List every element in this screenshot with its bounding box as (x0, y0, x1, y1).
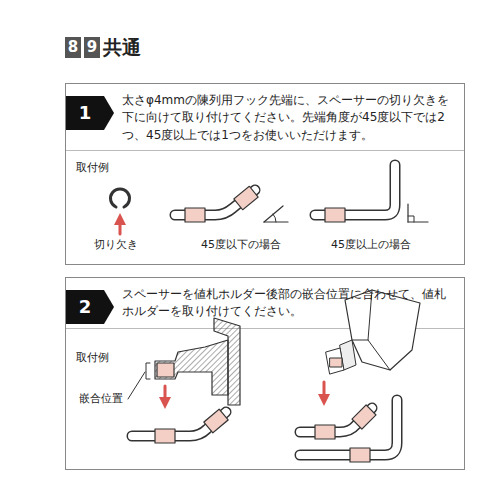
number-text: 8 (65, 37, 81, 58)
part-label: 45度以下の場合 (200, 238, 282, 252)
number-box: 9 (84, 37, 100, 58)
page-title: 共通 (103, 35, 141, 61)
part-label: 嵌合位置 (78, 392, 124, 406)
part-label: 45度以上の場合 (330, 238, 412, 252)
step-number: 2 (66, 290, 104, 324)
instruction-text: 太さφ4mmの陳列用フック先端に、スペーサーの切り欠きを下に向けて取り付けてくだ… (122, 92, 457, 144)
separator-line (66, 328, 464, 329)
example-label: 取付例 (76, 350, 109, 365)
separator-line (66, 150, 464, 151)
step-number: 1 (66, 96, 104, 130)
step-badge: 1 (66, 96, 114, 130)
number-text: 9 (84, 37, 100, 58)
step-panel: スペーサーを値札ホルダー後部の嵌合位置に合わせて、値札ホルダーを取り付けてくださ… (65, 277, 465, 470)
part-label: 切り欠き (93, 238, 139, 252)
instruction-text: スペーサーを値札ホルダー後部の嵌合位置に合わせて、値札ホルダーを取り付けてくださ… (122, 286, 457, 321)
number-box: 8 (65, 37, 81, 58)
step-badge: 2 (66, 290, 114, 324)
example-label: 取付例 (76, 160, 109, 175)
